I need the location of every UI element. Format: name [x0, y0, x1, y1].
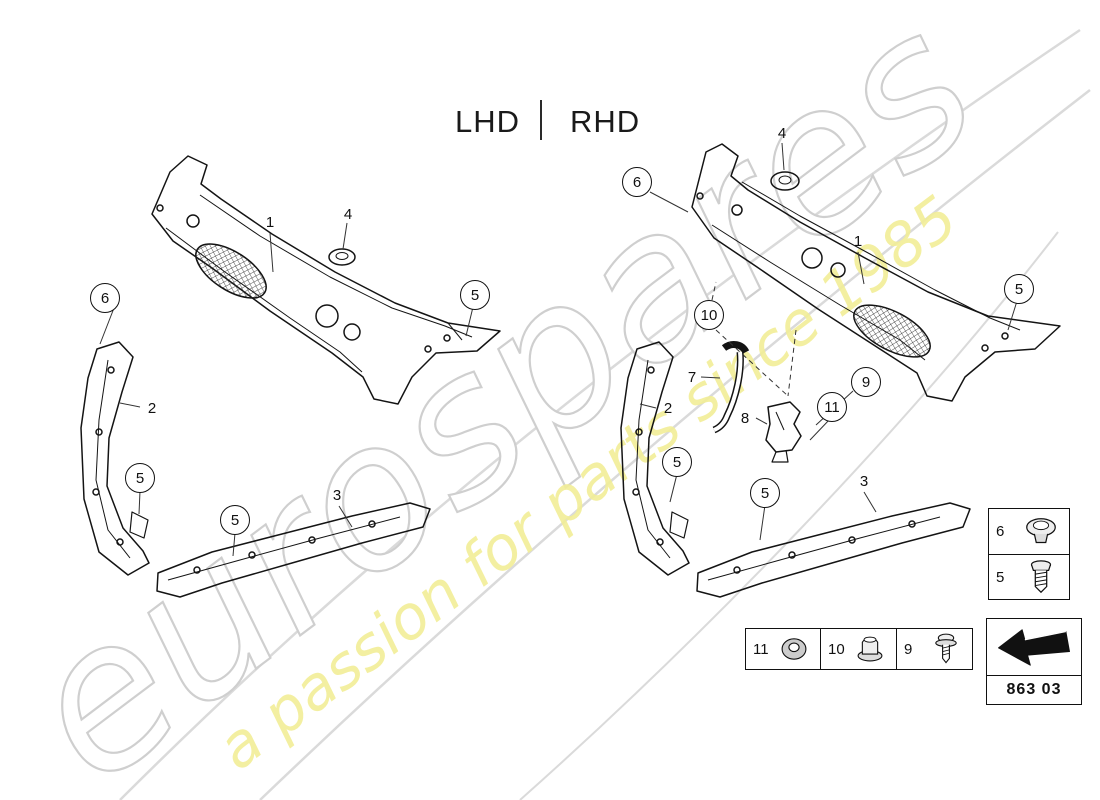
rhd-drain-hose: [712, 341, 750, 434]
rhd-grille-mesh: [853, 304, 931, 358]
rhd-callout-2: 2: [663, 399, 673, 417]
part-group-code-box: 863 03: [986, 618, 1082, 705]
grommet-icon: [1026, 517, 1056, 543]
lhd-cowl-panel: [151, 155, 501, 405]
lhd-callout-5-bottom: 5: [220, 505, 250, 535]
lhd-callout-2: 2: [147, 399, 157, 417]
rhd-label: RHD: [570, 104, 641, 139]
screw-icon: [1030, 560, 1052, 594]
rhd-cover-bracket: [765, 401, 802, 463]
lhd-callout-5-right: 5: [460, 280, 490, 310]
rhd-cowl-panel: [691, 143, 1061, 402]
lhd-callout-1: 1: [265, 213, 275, 231]
legend-item-9: 9: [897, 628, 973, 670]
legend-item-9-number: 9: [904, 640, 913, 658]
rhd-callout-8: 8: [740, 409, 750, 427]
rhd-callout-6: 6: [622, 167, 652, 197]
legend-item-10: 10: [821, 628, 897, 670]
lhd-callout-5-mid: 5: [125, 463, 155, 493]
lhd-lower-strip: [156, 502, 431, 598]
rhd-callout-3: 3: [859, 472, 869, 490]
lhd-side-bracket: [80, 341, 150, 576]
fastener-legend-column: 6 5: [988, 508, 1070, 600]
screw-washer-icon: [935, 633, 957, 664]
legend-item-5-number: 5: [996, 568, 1005, 586]
rhd-dashed-lines: [711, 281, 797, 397]
rhd-diagram: [620, 142, 1061, 598]
rhd-callout-5-right: 5: [1004, 274, 1034, 304]
rhd-callout-10: 10: [694, 300, 724, 330]
legend-item-10-number: 10: [828, 640, 845, 658]
washer-icon: [781, 638, 807, 660]
hardware-legend-row: 11 10 9: [745, 628, 973, 670]
lhd-leader-lines: [99, 222, 474, 557]
rhd-callout-7: 7: [687, 368, 697, 386]
rhd-lower-strip: [696, 502, 971, 598]
rhd-cap-part: [770, 171, 800, 191]
lhd-label: LHD: [455, 104, 521, 139]
legend-item-6: 6: [989, 509, 1069, 554]
legend-item-11-number: 11: [753, 640, 769, 658]
lhd-callout-3: 3: [332, 486, 342, 504]
lhd-diagram: [80, 155, 501, 598]
lhd-grille-mesh: [195, 243, 267, 299]
rhd-callout-1: 1: [853, 232, 863, 250]
lhd-rhd-divider: [540, 100, 542, 140]
rhd-callout-5-bottom: 5: [750, 478, 780, 508]
flange-nut-icon: [857, 636, 883, 662]
lhd-callout-6: 6: [90, 283, 120, 313]
part-direction-arrow-icon: [998, 629, 1070, 666]
legend-item-5: 5: [989, 554, 1069, 599]
legend-item-6-number: 6: [996, 523, 1005, 540]
legend-item-11: 11: [745, 628, 821, 670]
rhd-callout-9: 9: [851, 367, 881, 397]
part-group-code: 863 03: [987, 675, 1081, 704]
lhd-cap-part: [328, 248, 356, 266]
lhd-callout-4: 4: [343, 205, 353, 223]
rhd-callout-5-mid: 5: [662, 447, 692, 477]
part-direction-arrow: [987, 619, 1081, 675]
rhd-callout-11: 11: [817, 392, 847, 422]
rhd-callout-4: 4: [777, 124, 787, 142]
rhd-side-bracket: [620, 341, 690, 576]
